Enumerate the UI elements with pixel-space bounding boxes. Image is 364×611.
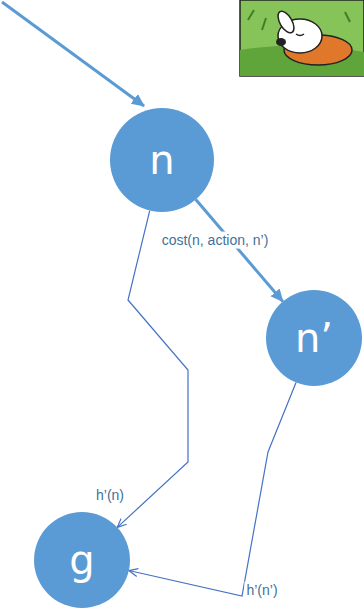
- edge-label: h’(n’): [244, 582, 279, 599]
- node-label: g: [69, 540, 94, 580]
- state-circle: n’: [266, 290, 362, 386]
- state-circle: n: [110, 108, 214, 212]
- state-circle: g: [34, 512, 130, 608]
- node-label: n: [149, 140, 174, 180]
- circle-fill: [266, 290, 362, 386]
- connector: [117, 211, 188, 528]
- node-label: n’: [295, 318, 333, 358]
- circle-fill: [110, 108, 214, 212]
- edge-label: cost(n, action, n’): [160, 232, 271, 249]
- circle-fill: [34, 512, 130, 608]
- entry-arrow: [2, 2, 144, 106]
- cartoon-illustration: [240, 0, 364, 76]
- connector: [129, 383, 296, 596]
- edge-label: h’(n): [94, 487, 126, 504]
- connector: [196, 200, 283, 302]
